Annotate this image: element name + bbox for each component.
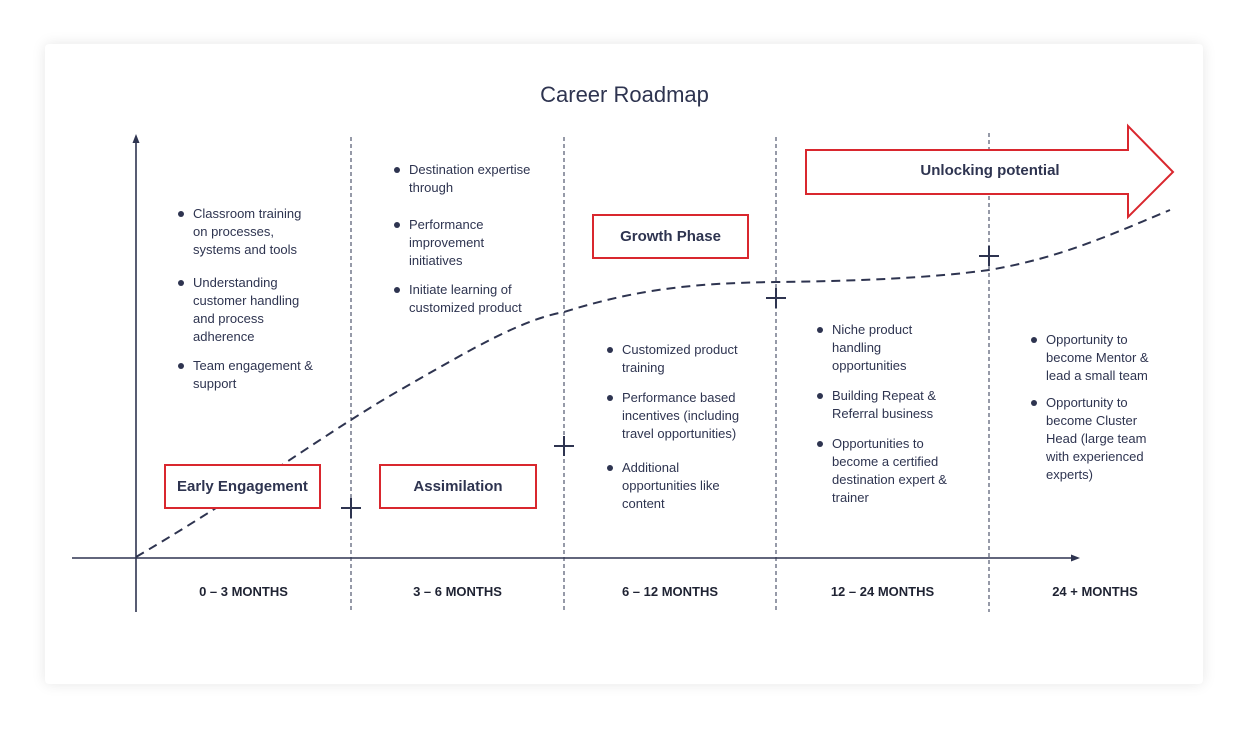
- phase-assimilation: Assimilation: [379, 464, 537, 509]
- list-item: Performance based incentives (including …: [607, 389, 747, 443]
- list-item: Opportunity to become Cluster Head (larg…: [1031, 394, 1166, 484]
- phase-early-engagement: Early Engagement: [164, 464, 321, 509]
- list-item: Building Repeat & Referral business: [817, 387, 957, 423]
- plus-marker: [554, 436, 574, 456]
- month-label: 12 – 24 MONTHS: [830, 584, 935, 599]
- column-3-bullets: Niche product handling opportunities Bui…: [817, 321, 957, 507]
- list-item: Customized product training: [607, 341, 747, 377]
- list-item: Opportunities to become a certified dest…: [817, 435, 957, 507]
- list-item: Classroom training on processes, systems…: [178, 205, 318, 259]
- column-0-bullets: Classroom training on processes, systems…: [178, 205, 318, 393]
- list-item: Team engagement & support: [178, 357, 318, 393]
- list-item: Niche product handling opportunities: [817, 321, 957, 375]
- x-axis-arrowhead: [1071, 554, 1080, 562]
- list-item: Understanding customer handling and proc…: [178, 274, 318, 346]
- list-item: Performance improvement initiatives: [394, 216, 539, 270]
- page-title: Career Roadmap: [540, 82, 709, 107]
- growth-curve: [135, 209, 1171, 558]
- plus-marker: [766, 288, 786, 308]
- column-2-bullets: Customized product training Performance …: [607, 341, 747, 513]
- column-1-bullets: Destination expertise through Performanc…: [394, 161, 539, 317]
- month-label: 6 – 12 MONTHS: [621, 584, 719, 599]
- list-item: Destination expertise through: [394, 161, 539, 197]
- month-label: 24 + MONTHS: [1052, 584, 1138, 599]
- list-item: Initiate learning of customized product: [394, 281, 539, 317]
- list-item: Opportunity to become Mentor & lead a sm…: [1031, 331, 1166, 385]
- plus-marker: [979, 246, 999, 266]
- month-label: 3 – 6 MONTHS: [413, 584, 502, 599]
- unlocking-potential-label: Unlocking potential: [920, 162, 1060, 179]
- month-label: 0 – 3 MONTHS: [199, 584, 288, 599]
- list-item: Additional opportunities like content: [607, 459, 747, 513]
- phase-growth: Growth Phase: [592, 214, 749, 259]
- y-axis-arrowhead: [132, 134, 140, 143]
- unlocking-arrow-shape: [805, 123, 1175, 220]
- column-4-bullets: Opportunity to become Mentor & lead a sm…: [1031, 331, 1166, 484]
- plus-marker: [341, 498, 361, 518]
